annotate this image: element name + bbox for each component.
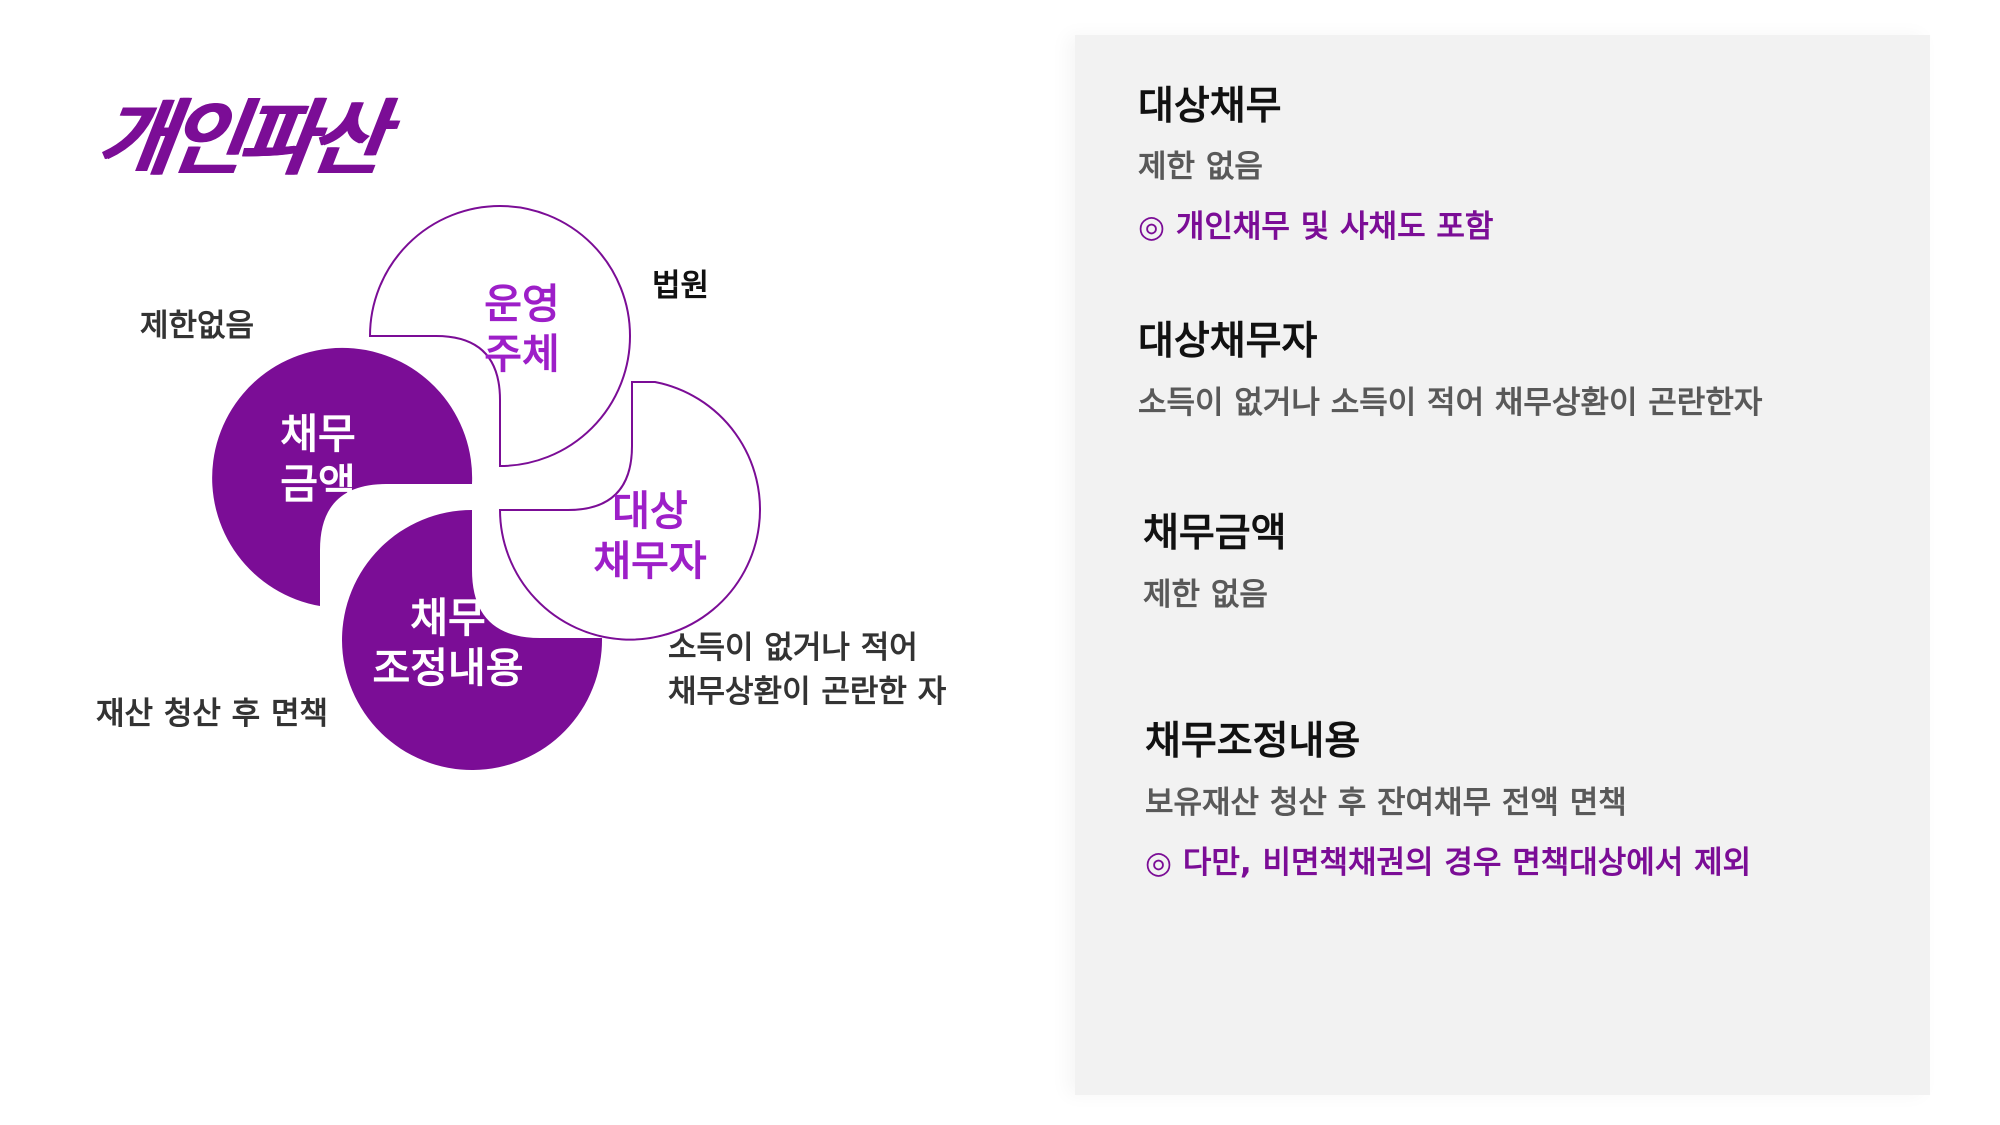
petal-adjustment bbox=[342, 510, 603, 771]
four-petal-diagram: 운영 주체 대상 채무자 채무 금액 채무 조정내용 bbox=[212, 205, 761, 771]
debt-amount-label: 제한없음 bbox=[140, 308, 255, 344]
section-target-debt-title: 대상채무 bbox=[1138, 84, 1282, 129]
petal-target-debtor-label-2: 채무자 bbox=[593, 537, 706, 585]
petal-operator-label-1: 운영 bbox=[484, 280, 559, 328]
petal-operator-label-2: 주체 bbox=[484, 330, 559, 378]
section-debt-amount-body: 제한 없음 bbox=[1143, 577, 1268, 613]
petal-debt-amount-label-1: 채무 bbox=[280, 410, 355, 458]
petal-debt-amount-label-2: 금액 bbox=[280, 460, 355, 508]
section-target-debt-note: ◎ 개인채무 및 사채도 포함 bbox=[1138, 209, 1494, 245]
petal-target-debtor bbox=[498, 381, 761, 641]
section-adjustment-body: 보유재산 청산 후 잔여채무 전액 면책 bbox=[1145, 785, 1627, 821]
petal-target-debtor-label-1: 대상 bbox=[612, 487, 687, 535]
section-adjustment-note: ◎ 다만, 비면책채권의 경우 면책대상에서 제외 bbox=[1145, 845, 1752, 881]
section-target-debtor-body: 소득이 없거나 소득이 적어 채무상환이 곤란한자 bbox=[1138, 385, 1763, 421]
petal-adjustment-label-2: 조정내용 bbox=[373, 644, 524, 692]
petal-debt-amount bbox=[212, 347, 473, 606]
section-adjustment-title: 채무조정내용 bbox=[1145, 719, 1361, 764]
operator-label: 법원 bbox=[652, 268, 710, 304]
adjustment-label: 재산 청산 후 면책 bbox=[96, 696, 329, 732]
section-debt-amount-title: 채무금액 bbox=[1143, 511, 1287, 556]
petal-operator bbox=[368, 205, 631, 468]
target-debtor-label-line1: 소득이 없거나 적어 bbox=[668, 630, 918, 666]
petal-adjustment-label-1: 채무 bbox=[410, 594, 485, 642]
section-target-debt-body: 제한 없음 bbox=[1138, 149, 1263, 185]
section-target-debtor-title: 대상채무자 bbox=[1138, 319, 1318, 364]
target-debtor-label-line2: 채무상환이 곤란한 자 bbox=[668, 674, 947, 710]
info-panel: 대상채무 제한 없음 ◎ 개인채무 및 사채도 포함 대상채무자 소득이 없거나… bbox=[1075, 35, 1930, 1095]
